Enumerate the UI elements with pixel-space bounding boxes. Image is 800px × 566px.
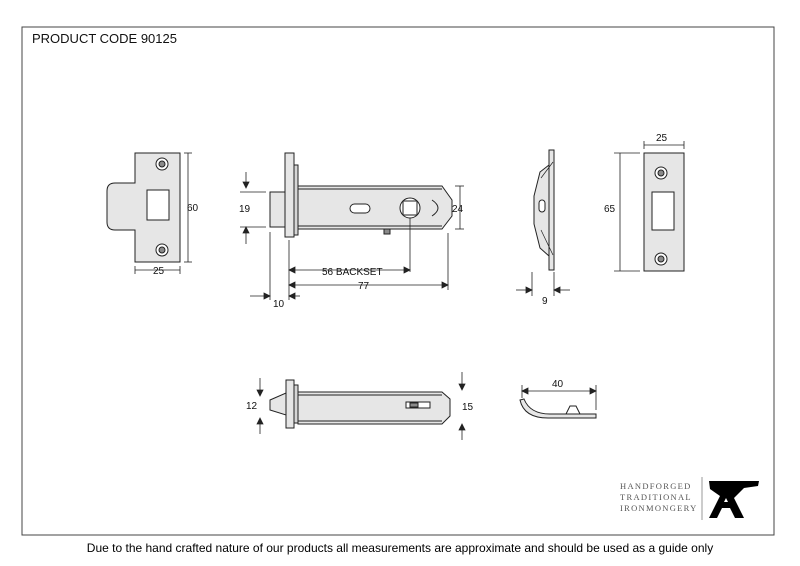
dim-strike-height: 60 [187, 203, 199, 214]
dim-hook-length: 40 [552, 379, 564, 390]
dim-body-height: 24 [452, 204, 464, 215]
dim-latch-projection: 10 [273, 299, 285, 310]
forend-edge-dimensions [516, 272, 570, 296]
drawing-frame [21, 26, 775, 536]
dim-forend-depth: 9 [542, 296, 548, 307]
latch-side-view [269, 152, 453, 238]
brand-text: HANDFORGED TRADITIONAL IRONMONGERY [620, 481, 700, 514]
forend-face-dimensions [614, 141, 685, 272]
latch-side-dimensions [240, 172, 464, 300]
strike-dimensions [134, 152, 192, 274]
dim-forend-height: 65 [604, 204, 616, 215]
hook-detail [519, 398, 597, 419]
dim-backset: 56 BACKSET [322, 267, 383, 278]
dim-forend-width: 25 [656, 133, 668, 144]
dim-length: 77 [358, 281, 370, 292]
anvil-icon [709, 481, 759, 518]
dim-strike-width: 25 [153, 266, 165, 277]
brand-line-3: IRONMONGERY [620, 503, 698, 513]
disclaimer-text: Due to the hand crafted nature of our pr… [86, 541, 714, 555]
latch-top-dimensions [256, 372, 466, 440]
forend-face-view [643, 152, 685, 272]
latch-top-view [269, 379, 451, 429]
dim-body-side-height: 15 [462, 402, 474, 413]
product-code: PRODUCT CODE 90125 [32, 31, 177, 46]
brand-line-2: TRADITIONAL [620, 492, 692, 502]
strike-plate-front [106, 152, 181, 263]
dim-bolt-height: 19 [239, 204, 251, 215]
hook-dimensions [521, 385, 597, 410]
forend-edge-view [533, 149, 555, 271]
dim-latch-tip: 12 [246, 401, 258, 412]
brand-line-1: HANDFORGED [620, 481, 692, 491]
